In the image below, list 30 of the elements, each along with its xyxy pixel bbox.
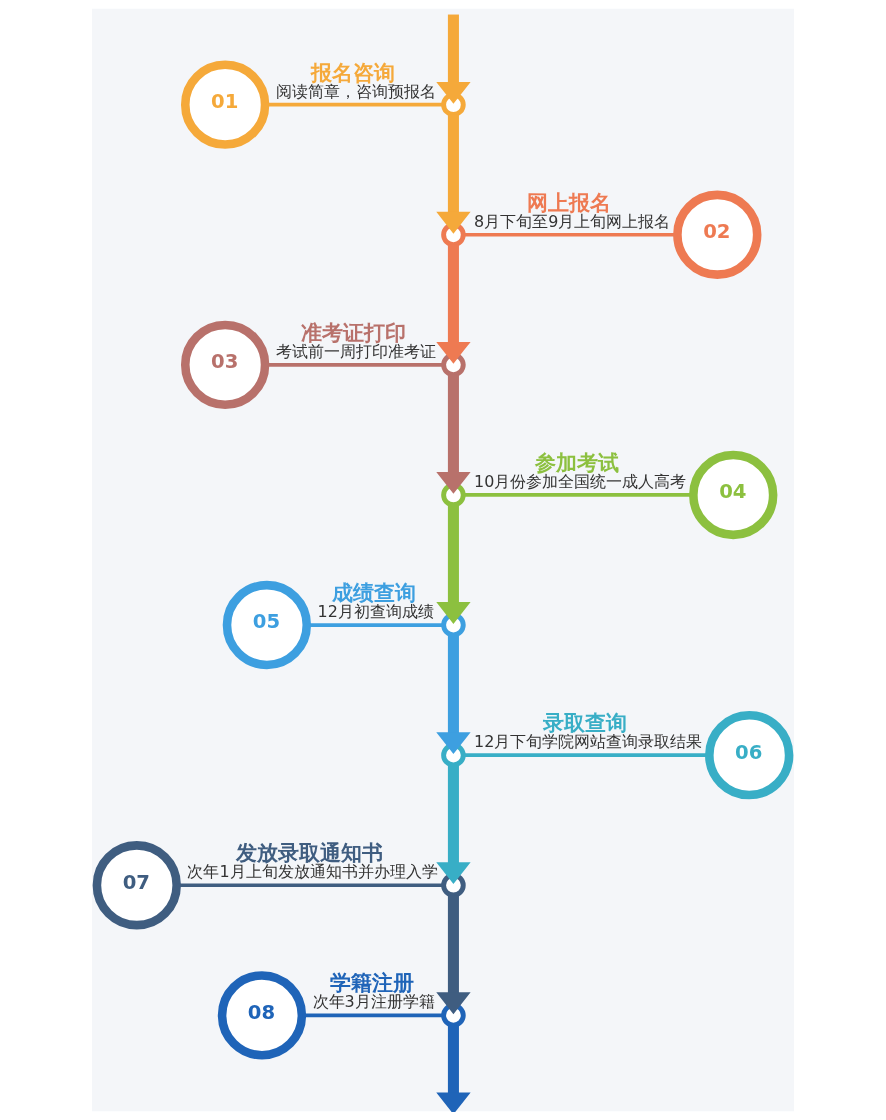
arrow <box>436 374 471 494</box>
node-label: 次年3月注册学籍 <box>312 992 435 1012</box>
connector <box>463 493 693 497</box>
node-label: 12月下旬学院网站查询录取结果 <box>473 732 703 752</box>
arrow <box>436 244 471 364</box>
arrow <box>436 114 471 234</box>
node-circle: 03 <box>180 320 270 410</box>
node-label: 准考证打印 <box>300 320 406 345</box>
node-circle: 07 <box>92 841 181 930</box>
node-circle: 05 <box>222 580 312 670</box>
node-circle: 08 <box>217 971 307 1060</box>
arrow <box>436 14 471 104</box>
node-circle: 04 <box>689 450 778 540</box>
arrow <box>436 504 471 624</box>
arrow <box>436 895 471 1015</box>
node-circle <box>441 482 466 508</box>
node-circle <box>441 872 466 898</box>
node-circle <box>441 352 466 378</box>
arrow <box>436 635 471 754</box>
node-circle <box>441 612 466 638</box>
node-circle <box>441 92 466 117</box>
node-circle: 02 <box>673 190 762 279</box>
arrow <box>436 1025 471 1112</box>
arrow <box>436 765 471 885</box>
node-circle <box>441 222 466 248</box>
node-label: 网上报名 <box>527 190 612 215</box>
node-circle: 06 <box>705 710 794 800</box>
node-circle <box>441 742 466 768</box>
node-circle: 01 <box>180 60 270 149</box>
node-circle <box>441 1003 466 1028</box>
